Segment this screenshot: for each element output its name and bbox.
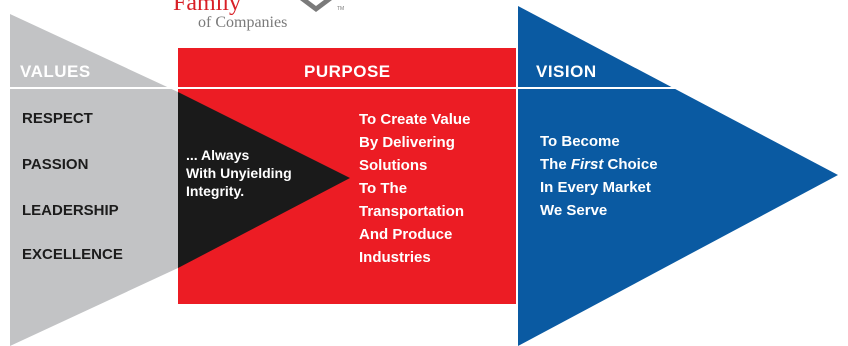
- vision-arrow: [518, 6, 838, 346]
- value-respect: RESPECT: [22, 110, 93, 127]
- vision-line-1: To Become: [540, 133, 620, 150]
- vision-line-2-post: Choice: [603, 156, 658, 173]
- integrity-text: ... Always With Unyielding Integrity.: [186, 146, 292, 200]
- integrity-line: Integrity.: [186, 183, 245, 199]
- integrity-line: ... Always: [186, 147, 250, 163]
- purpose-line: Solutions: [359, 157, 428, 174]
- logo-trademark: TM: [337, 6, 345, 12]
- value-passion: PASSION: [22, 156, 89, 173]
- vision-header: VISION: [536, 62, 597, 81]
- vision-line-2-pre: The: [540, 156, 571, 173]
- logo-mark-icon: [300, 0, 332, 12]
- purpose-line: To The: [359, 180, 408, 197]
- values-header: VALUES: [20, 62, 91, 81]
- vision-line-2: The First Choice: [540, 153, 658, 176]
- purpose-line: Transportation: [359, 203, 465, 220]
- logo-text-family: Family: [173, 0, 242, 16]
- purpose-header: PURPOSE: [304, 62, 391, 81]
- value-excellence: EXCELLENCE: [22, 246, 123, 263]
- vision-line-4: We Serve: [540, 202, 608, 219]
- purpose-text: To Create Value By Delivering Solutions …: [359, 108, 470, 269]
- vision-text: To Become The First Choice In Every Mark…: [540, 130, 658, 222]
- vision-line-2-emphasis: First: [570, 156, 604, 173]
- purpose-line: By Delivering: [359, 134, 455, 151]
- integrity-triangle: [178, 92, 350, 268]
- logo-text-companies: of Companies: [198, 14, 288, 31]
- purpose-line: And Produce: [359, 226, 453, 243]
- purpose-line: Industries: [359, 249, 431, 266]
- values-arrow: [10, 14, 178, 346]
- value-leadership: LEADERSHIP: [22, 202, 119, 219]
- vision-line-3: In Every Market: [540, 179, 651, 196]
- purpose-line: To Create Value: [359, 111, 471, 128]
- integrity-line: With Unyielding: [186, 165, 292, 181]
